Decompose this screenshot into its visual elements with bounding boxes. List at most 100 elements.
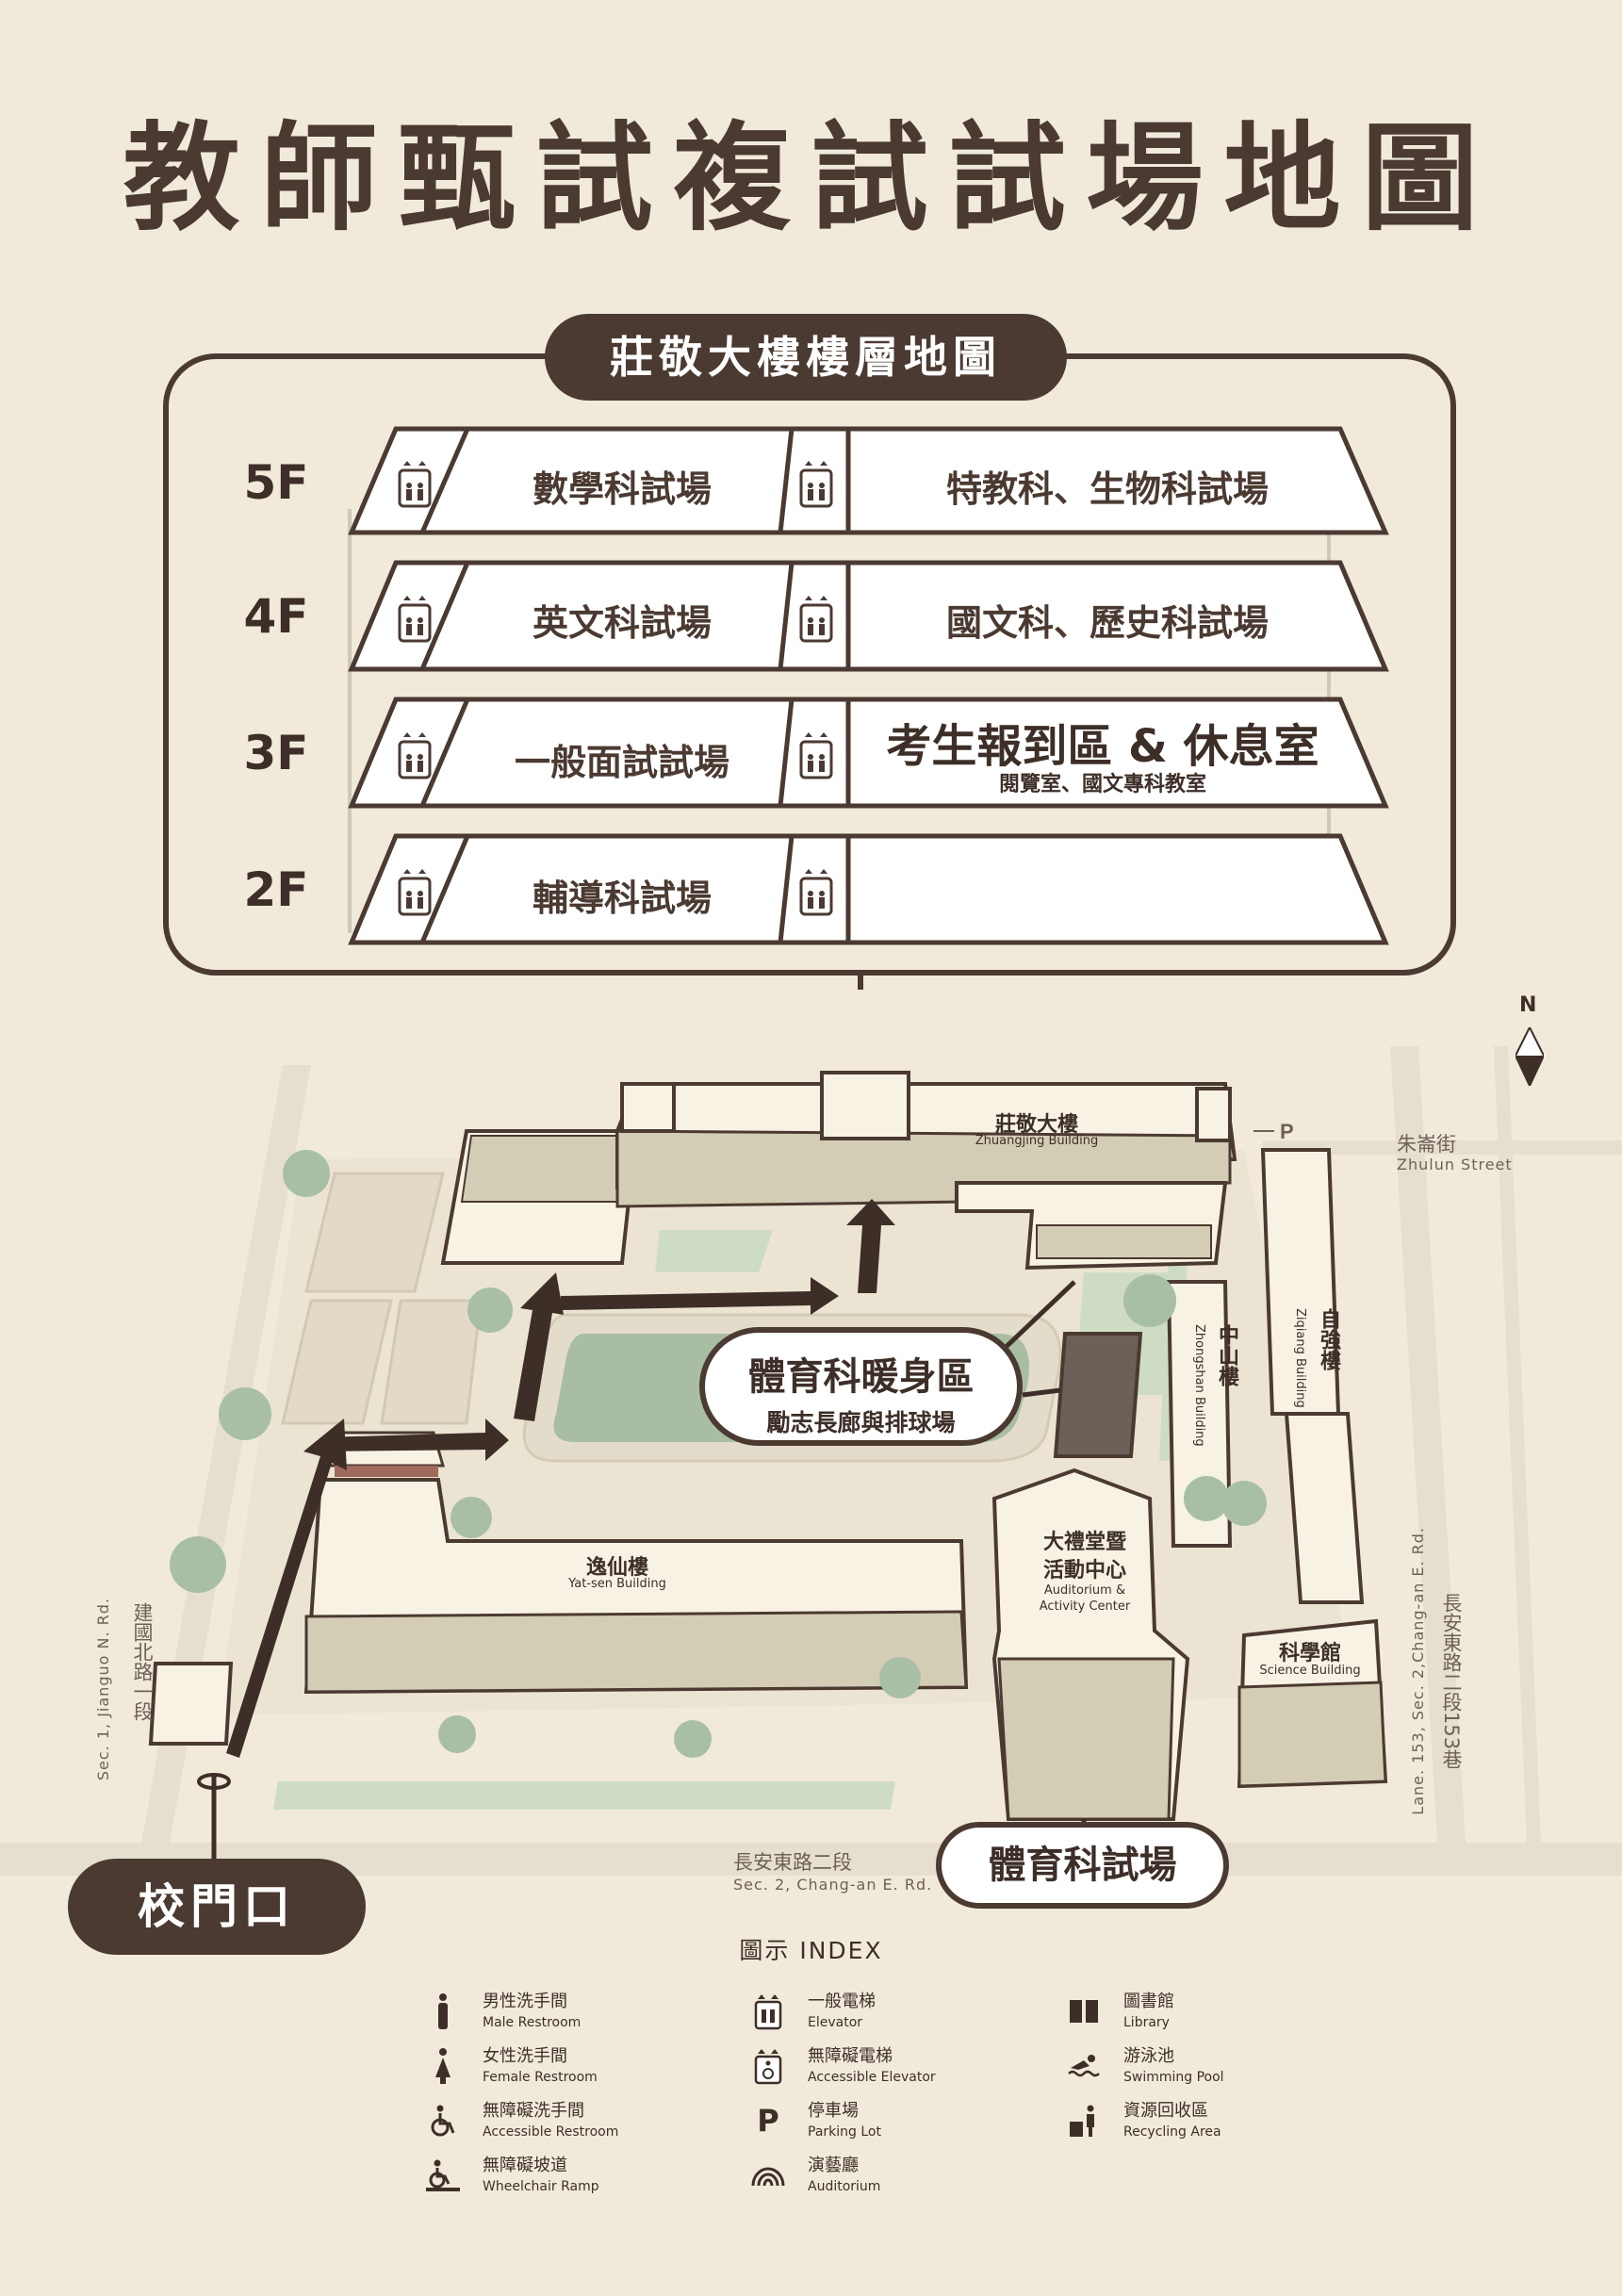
legend-label: 無障礙坡道 (483, 2156, 567, 2175)
ziqiang-label: 自強樓 (1317, 1308, 1340, 1370)
parking-legend-icon: P (757, 2103, 779, 2139)
changan-road-label: 長安東路二段 (733, 1851, 852, 1874)
legend-label: 游泳池 (1123, 2046, 1174, 2066)
yatsen-building (303, 1431, 969, 1695)
elevator-icon (749, 1989, 787, 2034)
page-title: 教師甄試複試試場地圖 (123, 111, 1499, 247)
pe-warmup-title: 體育科暖身區 (747, 1355, 975, 1399)
room-4f-left: 英文科試場 (532, 602, 712, 644)
accessible-restroom-icon (424, 2098, 462, 2143)
gate-marker-icon (197, 1773, 231, 1790)
changan-road-label-en: Sec. 2, Chang-an E. Rd. (733, 1876, 933, 1894)
floor-label-3f: 3F (243, 726, 309, 780)
north-label: N (1519, 993, 1537, 1017)
wheelchair-ramp-icon (424, 2153, 462, 2198)
legend-label-en: Swimming Pool (1123, 2070, 1224, 2085)
legend-item-accessible-restroom: 無障礙洗手間 Accessible Restroom (424, 2093, 618, 2148)
auditorium-building (991, 1468, 1190, 1821)
legend-col-3: 圖書館 Library 游泳池 Swimming Pool 資源回收區 Recycli… (1065, 1984, 1224, 2148)
legend-label: 一般電梯 (808, 1992, 876, 2011)
legend-item-male-restroom: 男性洗手間 Male Restroom (424, 1984, 618, 2039)
room-5f-left: 數學科試場 (532, 468, 712, 510)
gate-house (148, 1662, 234, 1746)
lane-label-en: Lane. 153, Sec. 2,Chang-an E. Rd. (1409, 1527, 1427, 1815)
legend-label-en: Female Restroom (483, 2070, 598, 2085)
floor-label-5f: 5F (243, 455, 309, 510)
zhulun-street-label-en: Zhulun Street (1397, 1156, 1513, 1173)
courts (281, 1172, 483, 1425)
school-gate-label: 校門口 (68, 1859, 366, 1955)
pe-exam-callout: 體育科試場 (936, 1822, 1229, 1909)
legend-label-en: Auditorium (808, 2179, 881, 2194)
legend-item-library: 圖書館 Library (1065, 1984, 1224, 2039)
legend-label: 圖書館 (1123, 1992, 1174, 2011)
volleyball-shelter (1053, 1332, 1143, 1458)
route-arrows (226, 1199, 895, 1758)
auditorium-label-1: 大禮堂暨 (1042, 1531, 1126, 1554)
female-restroom-icon (424, 2043, 462, 2089)
parking-icon: P (1280, 1120, 1294, 1143)
trees (170, 1150, 1267, 1758)
legend-label: 演藝廳 (808, 2156, 859, 2175)
legend-label: 停車場 (808, 2101, 859, 2121)
jianguo-road-label-en: Sec. 1, Jianguo N. Rd. (94, 1598, 112, 1781)
yatsen-label-en: Yat-sen Building (568, 1577, 666, 1591)
legend-label: 女性洗手間 (483, 2046, 567, 2066)
legend-label: 無障礙電梯 (808, 2046, 893, 2066)
legend-label-en: Library (1123, 2015, 1170, 2030)
legend-label-en: Parking Lot (808, 2124, 881, 2140)
zhongshan-label: 中山樓 (1215, 1324, 1238, 1386)
pe-exam-title: 體育科試場 (988, 1844, 1177, 1887)
legend-label-en: Male Restroom (483, 2015, 582, 2030)
floor-slab-2f (348, 833, 1389, 945)
room-3f-right: 考生報到區 & 休息室 (886, 720, 1319, 773)
pe-warmup-subtitle: 勵志長廊與排球場 (766, 1409, 956, 1436)
legend-label-en: Accessible Restroom (483, 2124, 619, 2140)
zhuangjing-building (440, 1071, 1237, 1271)
science-label: 科學館 (1278, 1642, 1341, 1665)
legend-item-recycling: 資源回收區 Recycling Area (1065, 2093, 1224, 2148)
legend-item-female-restroom: 女性洗手間 Female Restroom (424, 2039, 618, 2093)
legend-item-accessible-elevator: 無障礙電梯 Accessible Elevator (749, 2039, 936, 2093)
floor-label-4f: 4F (243, 589, 309, 644)
legend-label: 資源回收區 (1123, 2101, 1208, 2121)
campus-map: P (0, 1046, 1622, 1876)
accessible-elevator-icon (749, 2043, 787, 2089)
legend-item-auditorium: 演藝廳 Auditorium (749, 2148, 936, 2203)
auditorium-label-en-2: Activity Center (1039, 1599, 1131, 1614)
floor-slab-3f (348, 697, 1389, 809)
floor-label-2f: 2F (243, 862, 309, 917)
male-restroom-icon (424, 1989, 462, 2034)
legend-label: 無障礙洗手間 (483, 2101, 584, 2121)
pe-warmup-callout: 體育科暖身區 勵志長廊與排球場 (699, 1327, 1023, 1446)
auditorium-label-2: 活動中心 (1042, 1559, 1126, 1583)
legend-item-wheelchair-ramp: 無障礙坡道 Wheelchair Ramp (424, 2148, 618, 2203)
jianguo-road-label: 建國北路一段 (131, 1602, 154, 1721)
floor-map-title: 莊敬大樓樓層地圖 (545, 314, 1067, 401)
zhuangjing-label: 莊敬大樓 (994, 1113, 1078, 1137)
zhulun-street-label: 朱崙街 (1397, 1133, 1456, 1156)
auditorium-label-en-1: Auditorium & (1043, 1583, 1126, 1598)
library-icon (1065, 1989, 1103, 2034)
lane-label: 長安東路二段153巷 (1440, 1593, 1463, 1770)
legend-label: 男性洗手間 (483, 1992, 567, 2011)
auditorium-icon (749, 2153, 787, 2198)
legend-label-en: Accessible Elevator (808, 2070, 936, 2085)
recycling-icon (1065, 2098, 1103, 2143)
room-3f-left: 一般面試試場 (514, 742, 729, 783)
legend-label-en: Wheelchair Ramp (483, 2179, 599, 2194)
floor-slab-4f (348, 560, 1389, 672)
legend-label-en: Recycling Area (1123, 2124, 1221, 2140)
legend-title: 圖示 INDEX (739, 1937, 883, 1964)
ziqiang-label-en: Ziqiang Building (1293, 1308, 1307, 1408)
room-4f-right: 國文科、歷史科試場 (945, 602, 1269, 644)
room-5f-right: 特教科、生物科試場 (945, 468, 1269, 510)
legend-item-parking: P 停車場 Parking Lot (749, 2093, 936, 2148)
zhuangjing-label-en: Zhuangjing Building (975, 1134, 1099, 1148)
zhongshan-label-en: Zhongshan Building (1192, 1324, 1206, 1447)
north-arrow-icon (1516, 1027, 1544, 1086)
floor-slabs (348, 426, 1389, 990)
